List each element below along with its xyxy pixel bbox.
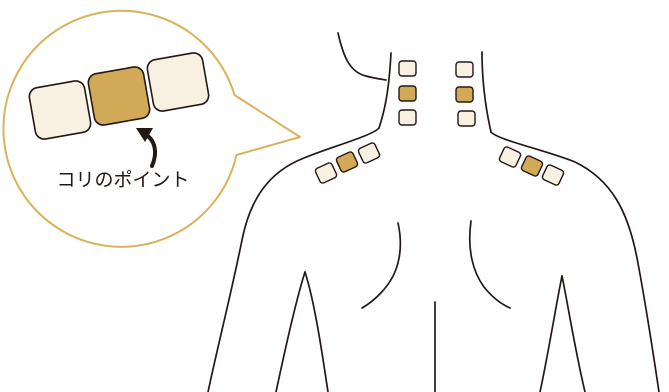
shoulder-pads-left — [314, 142, 380, 184]
torso-right-line — [540, 276, 562, 392]
jaw-line — [338, 33, 386, 80]
neck-left-line — [379, 53, 391, 128]
neck-pads-left — [399, 61, 416, 125]
callout-pad-center — [87, 66, 151, 127]
neck-pads-right — [456, 62, 475, 126]
pad-light — [498, 146, 521, 168]
scapula-right-line — [470, 221, 510, 308]
shoulder-pads-right — [498, 146, 564, 186]
callout-pad-left — [28, 80, 92, 141]
pad-light — [357, 142, 380, 164]
pad-light — [399, 110, 416, 125]
armpit-right-line — [562, 276, 585, 392]
scapula-left-line — [362, 223, 400, 308]
torso-left-line — [305, 272, 328, 392]
callout-bubble: コリのポイント — [3, 11, 300, 247]
callout-label: コリのポイント — [56, 169, 189, 191]
neck-right-line — [482, 52, 491, 132]
pad-light — [456, 62, 473, 77]
shoulder-right-line — [491, 132, 659, 392]
pad-light — [314, 162, 337, 184]
pad-accent — [399, 86, 416, 101]
callout-pad-right — [146, 52, 210, 113]
armpit-left-line — [276, 272, 305, 392]
pad-accent — [520, 155, 543, 177]
body-outline — [208, 33, 659, 392]
pad-light — [541, 164, 564, 186]
pad-accent — [456, 87, 473, 102]
pad-light — [399, 61, 416, 76]
pad-light — [458, 111, 475, 126]
pad-accent — [335, 151, 358, 173]
